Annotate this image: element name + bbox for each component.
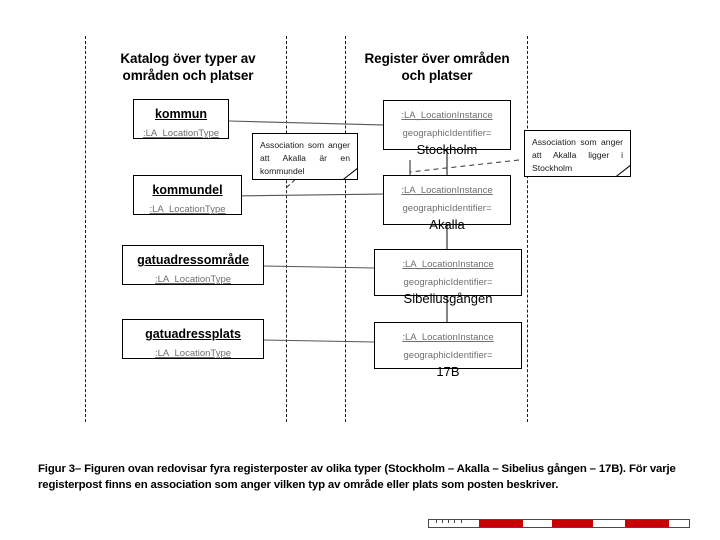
type-box-gatuadressplats-stereotype: :LA_LocationType xyxy=(154,348,232,359)
footer-ruler-tick xyxy=(448,519,449,523)
type-box-kommundel-stereotype: :LA_LocationType xyxy=(149,204,226,215)
type-box-kommundel-name: kommundel xyxy=(152,183,223,197)
instance-box-sibeliusgangen-value: Sibeliusgången xyxy=(403,291,493,306)
column-separator-3 xyxy=(345,36,346,422)
column-separator-4 xyxy=(527,36,528,422)
note-dogear-icon xyxy=(343,168,357,179)
instance-box-stockholm-classifier: :LA_LocationInstance xyxy=(401,110,493,121)
link-kommun-stockholm xyxy=(228,120,384,126)
note-stockholm-text: Association som anger att Akalla ligger … xyxy=(532,137,623,173)
figure-caption: Figur 3– Figuren ovan redovisar fyra reg… xyxy=(38,462,690,493)
column-title-register-line1: Register över områden xyxy=(364,51,510,66)
instance-box-17b-attribute: geographicIdentifier= xyxy=(403,350,493,361)
column-title-catalog: Katalog över typer av områden och platse… xyxy=(88,50,288,84)
footer-ruler xyxy=(428,519,690,528)
type-box-kommun[interactable]: kommun :LA_LocationType xyxy=(133,99,229,139)
link-kommundel-akalla xyxy=(228,193,384,197)
type-box-kommun-stereotype: :LA_LocationType xyxy=(142,128,220,139)
type-box-kommun-name: kommun xyxy=(154,107,208,121)
column-title-catalog-line1: Katalog över typer av xyxy=(120,51,256,66)
instance-box-sibeliusgangen[interactable]: :LA_LocationInstance geographicIdentifie… xyxy=(374,249,522,306)
footer-ruler-segment xyxy=(552,520,593,527)
footer-ruler-tick xyxy=(454,519,455,523)
column-separator-2 xyxy=(286,36,287,422)
instance-box-stockholm-attribute: geographicIdentifier= xyxy=(402,128,492,139)
instance-box-17b[interactable]: :LA_LocationInstance geographicIdentifie… xyxy=(374,322,522,379)
footer-ruler-tick xyxy=(442,519,443,523)
footer-ruler-tick xyxy=(461,519,462,523)
column-title-register: Register över områden och platser xyxy=(347,50,527,84)
note-kommundel-text: Association som anger att Akalla är en k… xyxy=(260,140,350,176)
column-title-register-line2: och platser xyxy=(401,68,473,83)
column-separator-1 xyxy=(85,36,86,422)
type-box-gatuadressplats-name: gatuadressplats xyxy=(145,327,241,341)
footer-ruler-tick xyxy=(436,519,437,523)
instance-box-akalla-classifier: :LA_LocationInstance xyxy=(401,185,493,196)
type-box-gatuadressomrade-name: gatuadressområde xyxy=(137,253,249,267)
instance-box-17b-classifier: :LA_LocationInstance xyxy=(402,332,494,343)
instance-box-akalla[interactable]: :LA_LocationInstance geographicIdentifie… xyxy=(383,175,511,232)
instance-box-stockholm[interactable]: :LA_LocationInstance geographicIdentifie… xyxy=(383,100,511,157)
instance-box-akalla-attribute: geographicIdentifier= xyxy=(402,203,492,214)
instance-box-sibeliusgangen-classifier: :LA_LocationInstance xyxy=(402,259,494,270)
type-box-gatuadressomrade[interactable]: gatuadressområde :LA_LocationType xyxy=(122,245,264,285)
instance-box-sibeliusgangen-attribute: geographicIdentifier= xyxy=(403,277,493,288)
note-stockholm[interactable]: Association som anger att Akalla ligger … xyxy=(524,130,631,177)
figure-caption-text: Figur 3– Figuren ovan redovisar fyra reg… xyxy=(38,463,676,491)
footer-ruler-segment xyxy=(625,520,669,527)
note-dogear-icon xyxy=(616,165,630,176)
link-gatuadressplats-17b xyxy=(263,339,375,343)
link-gatuadressomrade-sibeliusgangen xyxy=(263,265,375,269)
type-box-gatuadressplats[interactable]: gatuadressplats :LA_LocationType xyxy=(122,319,264,359)
column-title-catalog-line2: områden och platser xyxy=(122,68,254,83)
note-kommundel[interactable]: Association som anger att Akalla är en k… xyxy=(252,133,358,180)
instance-box-akalla-value: Akalla xyxy=(429,217,465,232)
type-box-kommundel[interactable]: kommundel :LA_LocationType xyxy=(133,175,242,215)
footer-ruler-segment xyxy=(479,520,523,527)
note-anchor-stockholm xyxy=(409,159,520,173)
instance-box-stockholm-value: Stockholm xyxy=(416,142,478,157)
type-box-gatuadressomrade-stereotype: :LA_LocationType xyxy=(154,274,232,285)
instance-box-17b-value: 17B xyxy=(436,364,460,379)
